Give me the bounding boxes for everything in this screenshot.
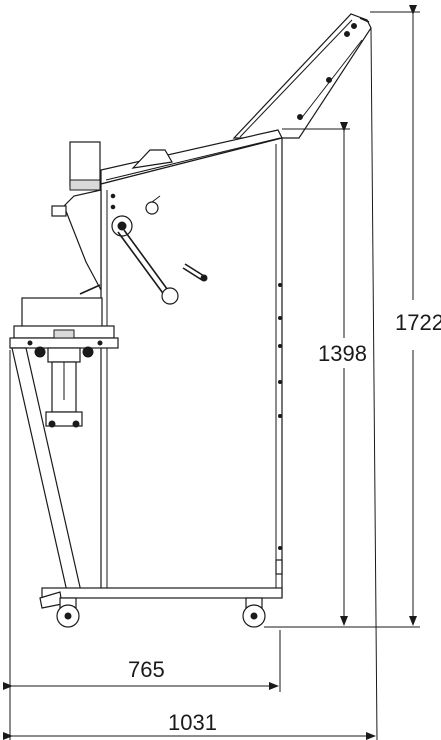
front-hopper <box>51 141 102 295</box>
chute-arm <box>232 13 372 139</box>
cabinet-lid <box>100 129 283 185</box>
caster-rear <box>242 597 266 628</box>
dimension-text-1398: 1398 <box>318 341 367 366</box>
cabinet-body <box>100 137 283 597</box>
dimension-text-765: 765 <box>128 657 165 682</box>
dimension-text-1722: 1722 <box>395 310 441 335</box>
label-bg-1722 <box>401 300 425 350</box>
dimension-text-1031: 1031 <box>168 710 217 735</box>
caster-front <box>56 597 80 628</box>
crank-handle <box>111 195 208 305</box>
side-platform <box>9 297 119 428</box>
label-bg-1398 <box>318 338 370 368</box>
